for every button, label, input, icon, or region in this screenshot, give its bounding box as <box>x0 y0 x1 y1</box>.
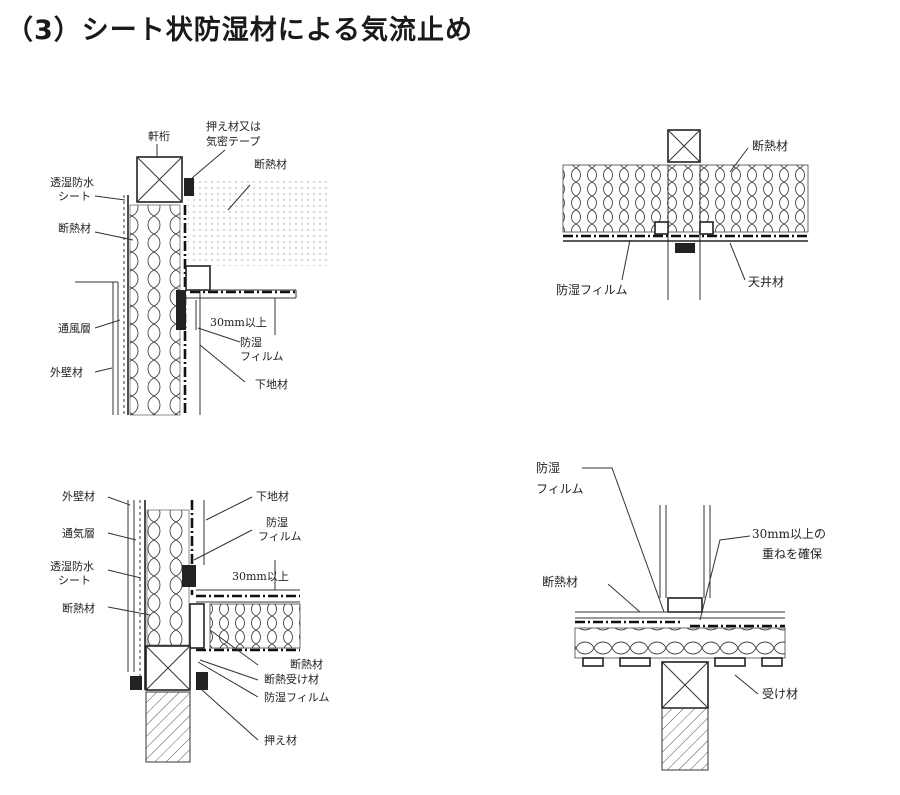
fig1-insulation-label: 断熱材 <box>58 221 91 235</box>
fig2-vapor-film-label: 防湿フィルム <box>556 282 628 297</box>
fig3-insulation-label: 断熱材 <box>62 601 95 615</box>
page-title: （3）シート状防湿材による気流止め <box>6 15 473 46</box>
fig3-film-label-2: フィルム <box>258 530 302 543</box>
fig1-exterior-wall-label: 外壁材 <box>50 365 83 379</box>
fig3-insulation-right-label: 断熱材 <box>290 657 323 671</box>
fig4-overlap-label-2: 重ねを確保 <box>762 546 822 561</box>
fig4-film-label-1: 防湿 <box>536 460 560 475</box>
fig1-eaves-detail: 軒桁 押え材又は 気密テープ 断熱材 透湿防水 シート 断熱材 通風層 外壁材 … <box>50 119 328 416</box>
fig1-insulation-top-label: 断熱材 <box>254 157 287 171</box>
fig1-overlap-label: 30mm以上 <box>210 316 267 329</box>
fig4-insulation-label: 断熱材 <box>542 574 578 589</box>
fig1-tape-label-2: 気密テープ <box>206 134 260 148</box>
fig1-film-label-2: フィルム <box>240 350 284 363</box>
fig1-wrb-label-1: 透湿防水 <box>50 175 94 189</box>
fig3-furring-label: 下地材 <box>256 489 289 503</box>
fig3-vent-layer-label: 通気層 <box>62 526 95 540</box>
fig4-film-label-2: フィルム <box>536 482 584 496</box>
fig1-tape-label-1: 押え材又は <box>206 119 261 133</box>
fig2-ceiling-detail: 断熱材 防湿フィルム 天井材 <box>556 129 809 300</box>
fig4-partition-detail: 防湿 フィルム 30mm以上の 重ねを確保 断熱材 受け材 <box>536 460 826 771</box>
fig3-wrb-label-2: シート <box>58 574 91 587</box>
fig1-vent-layer-label: 通風層 <box>58 322 91 335</box>
fig1-wrb-label-2: シート <box>58 190 91 203</box>
fig2-ceiling-label: 天井材 <box>748 275 784 289</box>
fig2-insulation-label: 断熱材 <box>752 138 788 153</box>
fig3-overlap-label: 30mm以上 <box>232 570 289 583</box>
fig3-presser-label: 押え材 <box>264 733 297 747</box>
fig3-insul-support-label: 断熱受け材 <box>264 672 319 686</box>
fig4-overlap-label-1: 30mm以上の <box>752 527 826 541</box>
fig3-film-label-1: 防湿 <box>266 515 288 529</box>
fig1-film-label-1: 防湿 <box>240 335 262 349</box>
fig4-support-label: 受け材 <box>762 687 798 701</box>
fig3-wrb-label-1: 透湿防水 <box>50 559 94 573</box>
fig1-eaves-beam-label: 軒桁 <box>148 129 170 143</box>
fig3-floor-wall-detail: 外壁材 通気層 透湿防水 シート 断熱材 下地材 防湿 フィルム 30mm以上 … <box>50 489 330 763</box>
fig1-furring-label: 下地材 <box>255 377 288 391</box>
fig3-vapor-film-label: 防湿フィルム <box>264 690 330 704</box>
fig3-exterior-wall-label: 外壁材 <box>62 489 95 503</box>
